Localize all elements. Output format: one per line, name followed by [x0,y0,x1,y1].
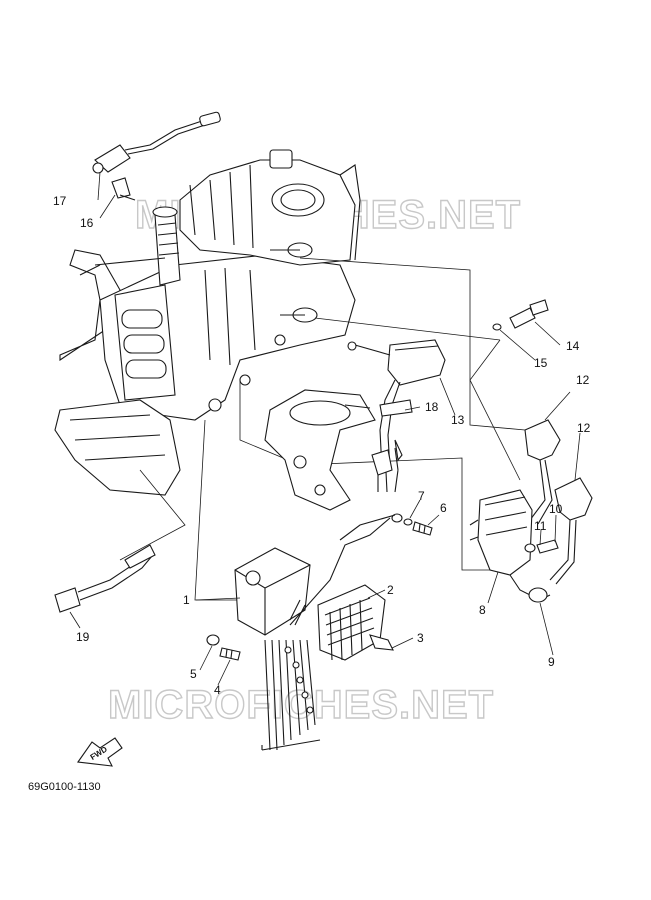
ignition-coil-assembly [469,419,593,603]
callout-17: 17 [53,194,67,208]
forward-arrow-icon: FWD [77,737,123,767]
bolt-14 [492,299,549,331]
callout-11: 11 [534,519,547,533]
stator-plate [264,389,376,511]
temperature-sensor [92,111,221,201]
callout-19: 19 [76,630,90,644]
callout-12-upper: 12 [576,373,590,387]
callout-1: 1 [183,593,190,607]
callout-labels: 1 2 3 4 5 6 7 8 9 10 11 12 12 13 14 15 1… [53,194,591,697]
cdi-unit [234,517,391,636]
callout-16: 16 [80,216,94,230]
bolt-4-washer-5 [206,634,241,661]
callout-6: 6 [440,501,447,515]
callout-2: 2 [387,583,394,597]
callout-13: 13 [451,413,465,427]
watermark-bottom: MICROFICHES.NET [108,683,494,727]
callout-4: 4 [214,683,221,697]
callout-8: 8 [479,603,486,617]
rectifier-regulator [261,584,394,751]
callout-leaders [69,171,581,686]
callout-10: 10 [549,502,563,516]
callout-3: 3 [417,631,424,645]
callout-12-lower: 12 [577,421,591,435]
part-code: 69G0100-1130 [28,781,101,793]
callout-7: 7 [418,489,425,503]
bracket-and-cdi [347,339,446,493]
callout-18: 18 [425,400,439,414]
sensor-19 [54,544,156,613]
callout-9: 9 [548,655,555,669]
engine-block [54,149,361,496]
callout-14: 14 [566,339,580,353]
callout-5: 5 [190,667,197,681]
bolt-and-washer [339,513,433,541]
callout-15: 15 [534,356,548,370]
